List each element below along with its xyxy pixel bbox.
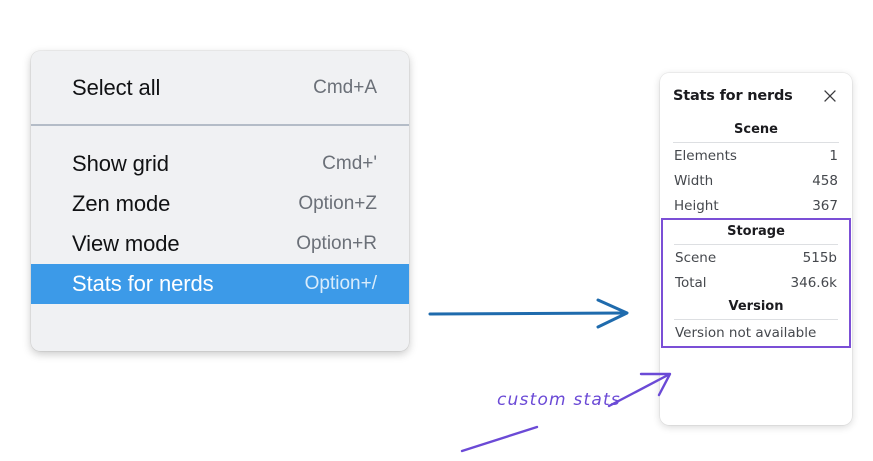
context-menu[interactable]: Select all Cmd+A Show grid Cmd+' Zen mod… — [31, 51, 409, 351]
stat-row-elements: Elements 1 — [673, 143, 839, 168]
stat-row-storage-total: Total 346.6k — [674, 270, 838, 295]
stat-value: 367 — [812, 197, 838, 214]
stat-key: Elements — [674, 147, 737, 164]
scene-section: Scene Elements 1 Width 458 Height 367 — [673, 118, 839, 218]
menu-section-1: Select all Cmd+A — [31, 51, 409, 124]
stat-key: Total — [675, 274, 707, 291]
menu-item-shortcut: Option+Z — [298, 193, 377, 214]
stat-key: Width — [674, 172, 714, 189]
version-divider — [674, 319, 838, 320]
menu-item-zen-mode[interactable]: Zen mode Option+Z — [31, 184, 409, 224]
menu-section-2: Show grid Cmd+' Zen mode Option+Z View m… — [31, 126, 409, 324]
stat-row-height: Height 367 — [673, 193, 839, 218]
panel-header: Stats for nerds — [673, 83, 839, 109]
stat-value: 458 — [812, 172, 838, 189]
stats-for-nerds-panel: Stats for nerds Scene Elements 1 Width 4… — [660, 73, 852, 425]
version-heading: Version — [728, 299, 784, 314]
menu-item-label: View mode — [72, 231, 180, 256]
menu-item-stats-for-nerds[interactable]: Stats for nerds Option+/ — [31, 264, 409, 304]
custom-stats-highlighted-block: Storage Scene 515b Total 346.6k Version … — [661, 218, 851, 348]
stat-row-storage-scene: Scene 515b — [674, 245, 838, 270]
version-value: Version not available — [675, 325, 817, 341]
menu-item-select-all[interactable]: Select all Cmd+A — [31, 68, 409, 108]
menu-item-label: Stats for nerds — [72, 271, 214, 296]
menu-item-shortcut: Cmd+A — [313, 77, 377, 98]
menu-item-shortcut: Option+/ — [304, 273, 377, 294]
stat-value: 515b — [802, 249, 837, 266]
panel-title: Stats for nerds — [673, 88, 793, 104]
storage-heading: Storage — [727, 224, 785, 239]
stat-key: Scene — [675, 249, 717, 266]
menu-item-label: Select all — [72, 75, 161, 100]
menu-item-show-grid[interactable]: Show grid Cmd+' — [31, 144, 409, 184]
close-icon[interactable] — [821, 87, 839, 105]
stat-value: 346.6k — [790, 274, 837, 291]
flow-arrow-icon — [428, 298, 629, 329]
annotation-note-custom-stats: custom stats — [497, 390, 621, 410]
menu-footer-spacer — [31, 304, 409, 324]
version-section: Version Version not available — [674, 295, 838, 346]
menu-item-shortcut: Option+R — [296, 233, 377, 254]
menu-divider — [31, 124, 409, 126]
menu-item-label: Show grid — [72, 151, 169, 176]
storage-section: Storage Scene 515b Total 346.6k — [674, 220, 838, 295]
menu-item-view-mode[interactable]: View mode Option+R — [31, 224, 409, 264]
stat-row-width: Width 458 — [673, 168, 839, 193]
menu-item-label: Zen mode — [72, 191, 171, 216]
annotation-underline-stroke — [460, 425, 539, 453]
storage-divider — [674, 244, 838, 245]
scene-heading: Scene — [734, 122, 778, 137]
scene-divider — [673, 142, 839, 143]
menu-item-shortcut: Cmd+' — [322, 153, 377, 174]
stat-value: 1 — [829, 147, 838, 164]
stat-key: Height — [674, 197, 719, 214]
